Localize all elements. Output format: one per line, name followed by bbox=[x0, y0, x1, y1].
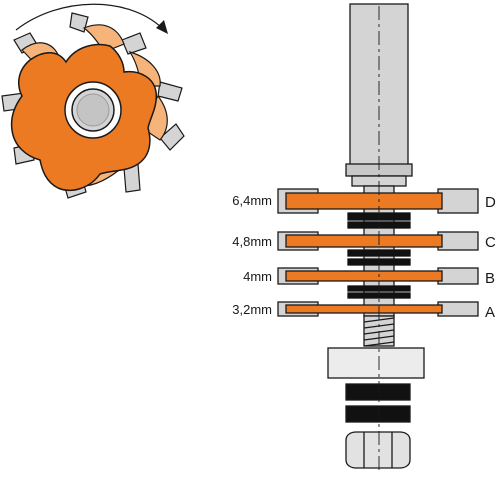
hex-nut bbox=[345, 431, 411, 469]
cutter-B bbox=[277, 267, 479, 285]
cutter-C bbox=[277, 231, 479, 251]
washer-lower bbox=[345, 405, 411, 423]
size-label-C: 4,8mm bbox=[232, 234, 272, 249]
size-label-A: 3,2mm bbox=[232, 302, 272, 317]
size-label-D: 6,4mm bbox=[232, 193, 272, 208]
letter-label-D: D bbox=[485, 194, 496, 211]
bearing bbox=[327, 347, 425, 379]
washer-upper bbox=[345, 383, 411, 401]
cutter-labels: 6,4mm 4,8mm 4mm 3,2mm D C B A bbox=[232, 193, 496, 321]
letter-label-B: B bbox=[485, 270, 495, 287]
arbor-side-view bbox=[277, 3, 479, 474]
cutter-A bbox=[277, 301, 479, 317]
letter-label-C: C bbox=[485, 234, 496, 251]
letter-label-A: A bbox=[485, 304, 495, 321]
cutter-top-view bbox=[1, 12, 185, 199]
clockwise-arrow-icon bbox=[15, 3, 168, 34]
size-label-B: 4mm bbox=[243, 269, 272, 284]
cutter-D bbox=[277, 188, 479, 214]
